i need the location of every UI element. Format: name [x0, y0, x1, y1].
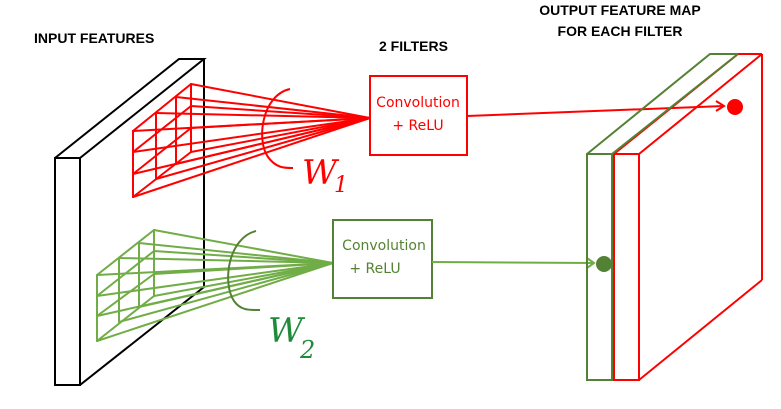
filter-2-activation-dot: [596, 256, 612, 272]
input-slab-bottom-edge: [79, 286, 205, 386]
filter-2-conv-box: Convolution + ReLU: [332, 219, 433, 299]
filters-title: 2 FILTERS: [379, 38, 448, 54]
filter-1-conv-box: Convolution + ReLU: [369, 75, 468, 156]
input-slab-front-face: [54, 157, 81, 386]
filter-2-output-arrow: [431, 257, 596, 269]
arrowhead-icon: [715, 100, 726, 112]
filter-2-weight-label: W 2: [268, 311, 315, 364]
weight-1-letter: W: [302, 153, 340, 193]
filter-2-weight-arc: [227, 230, 261, 312]
weight-1-subscript: 1: [334, 173, 348, 198]
filter-2-receptive-field: [96, 229, 334, 342]
filter-1-box-border: [369, 75, 468, 156]
output-title-line1: OUTPUT FEATURE MAP: [539, 2, 701, 18]
filter-2-box-line1: Convolution: [342, 238, 426, 254]
input-features-title: INPUT FEATURES: [34, 30, 154, 46]
filter-1-output-arrow: [466, 100, 726, 117]
weight-2-letter: W: [268, 311, 306, 351]
weight-2-subscript: 2: [299, 336, 315, 364]
output-feature-map-green: [586, 53, 739, 381]
filter-2-box-border: [332, 219, 433, 299]
filter-1-receptive-field: [132, 83, 371, 198]
filter-1-box-line1: Convolution: [376, 95, 460, 111]
output-title-line2: FOR EACH FILTER: [558, 23, 683, 39]
filter-1-weight-arc: [261, 88, 294, 169]
filter-1-activation-dot: [727, 99, 743, 115]
filter-1-box-line2: + ReLU: [392, 118, 443, 134]
filter-1-weight-label: W 1: [302, 153, 348, 198]
input-feature-slab: [54, 58, 207, 386]
arrowhead-icon: [586, 257, 596, 269]
filter-2-box-line2: + ReLU: [349, 261, 400, 277]
input-slab-top-face: [54, 58, 207, 159]
